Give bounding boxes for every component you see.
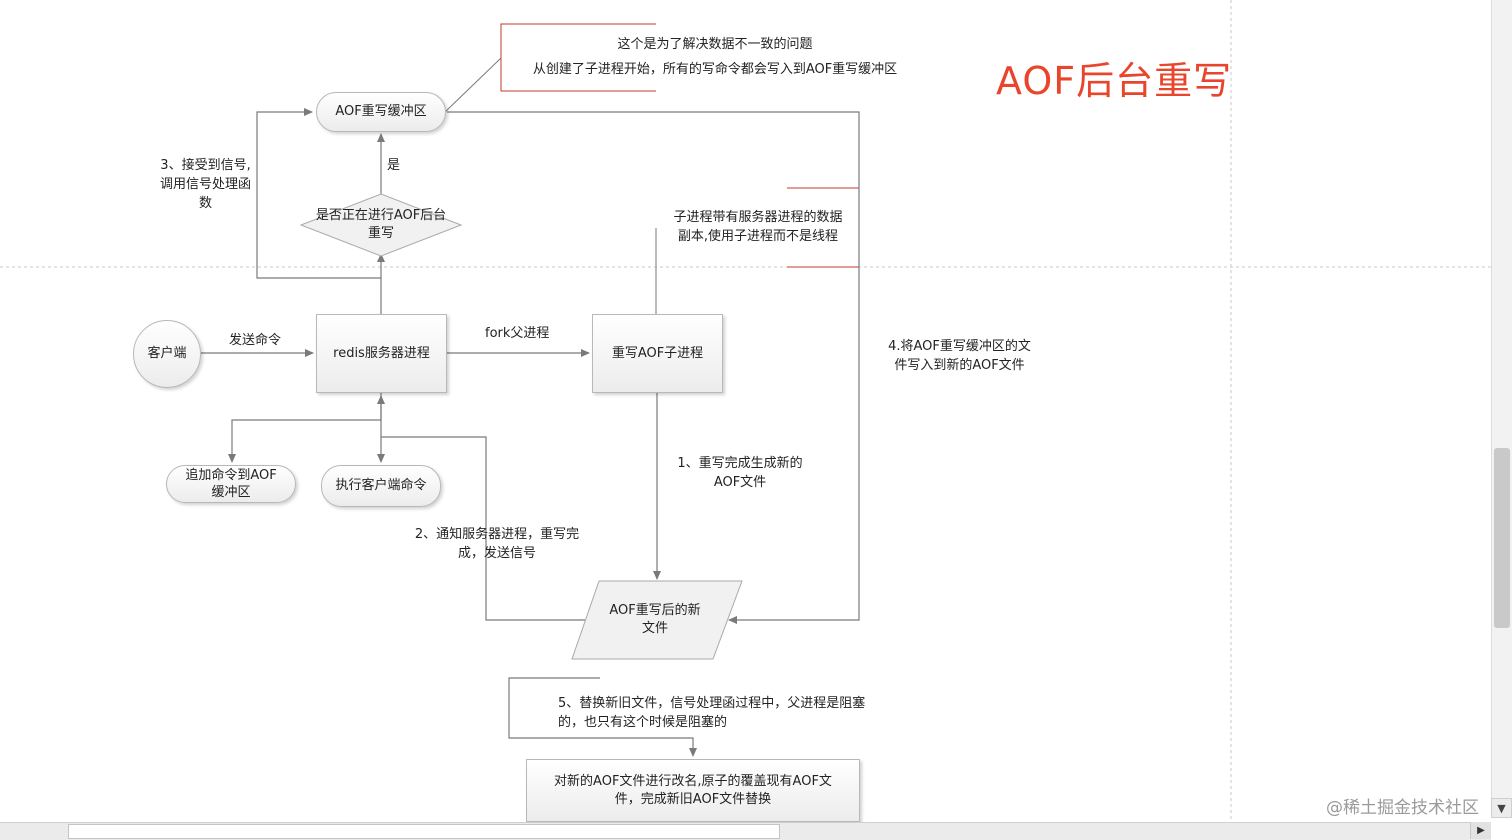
- decision-line1: 是否正在进行AOF后台: [315, 208, 447, 223]
- send-cmd-label: 发送命令: [229, 333, 282, 348]
- redis-server-label: redis服务器进程: [333, 345, 430, 361]
- child-process-node[interactable]: 重写AOF子进程: [592, 314, 723, 393]
- decision-line2: 重写: [367, 226, 394, 241]
- arrow-signal-to-buffer: [256, 108, 381, 279]
- note-top-bracket: [500, 23, 656, 92]
- redis-server-node[interactable]: redis服务器进程: [316, 314, 447, 393]
- arrow-notify-server: [381, 436, 600, 621]
- arrow-buffer-to-newfile: [447, 111, 860, 624]
- fork-label: fork父进程: [485, 326, 550, 341]
- step3-line1: 3、接受到信号,: [160, 158, 251, 173]
- rename-line2: 件，完成新旧AOF文件替换: [614, 791, 772, 807]
- step2-line1: 2、通知服务器进程，重写完: [414, 527, 580, 542]
- rename-line1: 对新的AOF文件进行改名,原子的覆盖现有AOF文: [554, 773, 832, 789]
- append-aof-line2: 缓冲区: [211, 485, 251, 500]
- note-top: 这个是为了解决数据不一致的问题 从创建了子进程开始，所有的写命令都会写入到AOF…: [520, 35, 910, 79]
- horizontal-scroll-thumb[interactable]: [68, 824, 780, 839]
- step2-line2: 成，发送信号: [457, 546, 536, 561]
- scroll-down-arrow-icon[interactable]: ▼: [1491, 798, 1512, 818]
- rename-node[interactable]: 对新的AOF文件进行改名,原子的覆盖现有AOF文 件，完成新旧AOF文件替换: [526, 759, 860, 822]
- child-process-label: 重写AOF子进程: [611, 345, 704, 361]
- step2-label: 2、通知服务器进程，重写完 成，发送信号: [404, 525, 590, 563]
- new-file-node[interactable]: AOF重写后的新 文件: [585, 599, 725, 641]
- arrow-redis-to-append: [228, 419, 381, 463]
- step4-label: 4.将AOF重写缓冲区的文 件写入到新的AOF文件: [877, 337, 1042, 375]
- watermark: @稀土掘金技术社区: [1326, 798, 1479, 818]
- step3-line2: 调用信号处理函: [159, 177, 251, 192]
- step3-line3: 数: [198, 196, 212, 211]
- step5-line1: 5、替换新旧文件，信号处理函过程中，父进程是阻塞: [558, 696, 866, 711]
- step5-label: 5、替换新旧文件，信号处理函过程中，父进程是阻塞 的，也只有这个时候是阻塞的: [558, 694, 865, 732]
- note-child-line2: 副本,使用子进程而不是线程: [677, 229, 839, 244]
- new-file-shape: [571, 580, 743, 660]
- new-file-line1: AOF重写后的新: [609, 603, 701, 618]
- decision-diamond-shape: [299, 193, 463, 257]
- step4-line1: 4.将AOF重写缓冲区的文: [888, 339, 1031, 354]
- aof-buffer-node[interactable]: AOF重写缓冲区: [316, 92, 446, 132]
- scroll-right-arrow-icon[interactable]: ▶: [1470, 822, 1491, 839]
- decision-node[interactable]: 是否正在进行AOF后台 重写: [301, 204, 461, 246]
- note-child: 子进程带有服务器进程的数据 副本,使用子进程而不是线程: [660, 208, 856, 246]
- note-child-line1: 子进程带有服务器进程的数据: [673, 210, 843, 225]
- arrow-newfile-to-rename: [508, 677, 697, 757]
- yes-label: 是: [387, 158, 401, 173]
- step1-line1: 1、重写完成生成新的: [677, 456, 803, 471]
- note-top-line2: 从创建了子进程开始，所有的写命令都会写入到AOF重写缓冲区: [532, 62, 898, 77]
- step3-label: 3、接受到信号, 调用信号处理函 数: [148, 156, 263, 213]
- note-top-line1: 这个是为了解决数据不一致的问题: [617, 37, 813, 52]
- step4-line2: 件写入到新的AOF文件: [894, 358, 1025, 373]
- step5-line2: 的，也只有这个时候是阻塞的: [558, 715, 728, 730]
- diagram-title: AOF后台重写: [996, 59, 1233, 103]
- client-label: 客户端: [147, 346, 187, 361]
- vertical-scroll-thumb[interactable]: [1494, 448, 1510, 628]
- aof-buffer-label: AOF重写缓冲区: [335, 104, 427, 119]
- step1-line2: AOF文件: [713, 475, 767, 490]
- note-top-leader: [444, 57, 502, 113]
- client-node[interactable]: 客户端: [133, 320, 201, 388]
- exec-cmd-node[interactable]: 执行客户端命令: [321, 465, 441, 507]
- append-aof-node[interactable]: 追加命令到AOF 缓冲区: [166, 465, 296, 503]
- step1-label: 1、重写完成生成新的 AOF文件: [668, 454, 812, 492]
- new-file-line2: 文件: [641, 621, 668, 636]
- append-aof-line1: 追加命令到AOF: [185, 468, 277, 483]
- exec-cmd-label: 执行客户端命令: [335, 478, 427, 493]
- vertical-scrollbar[interactable]: [1491, 0, 1512, 818]
